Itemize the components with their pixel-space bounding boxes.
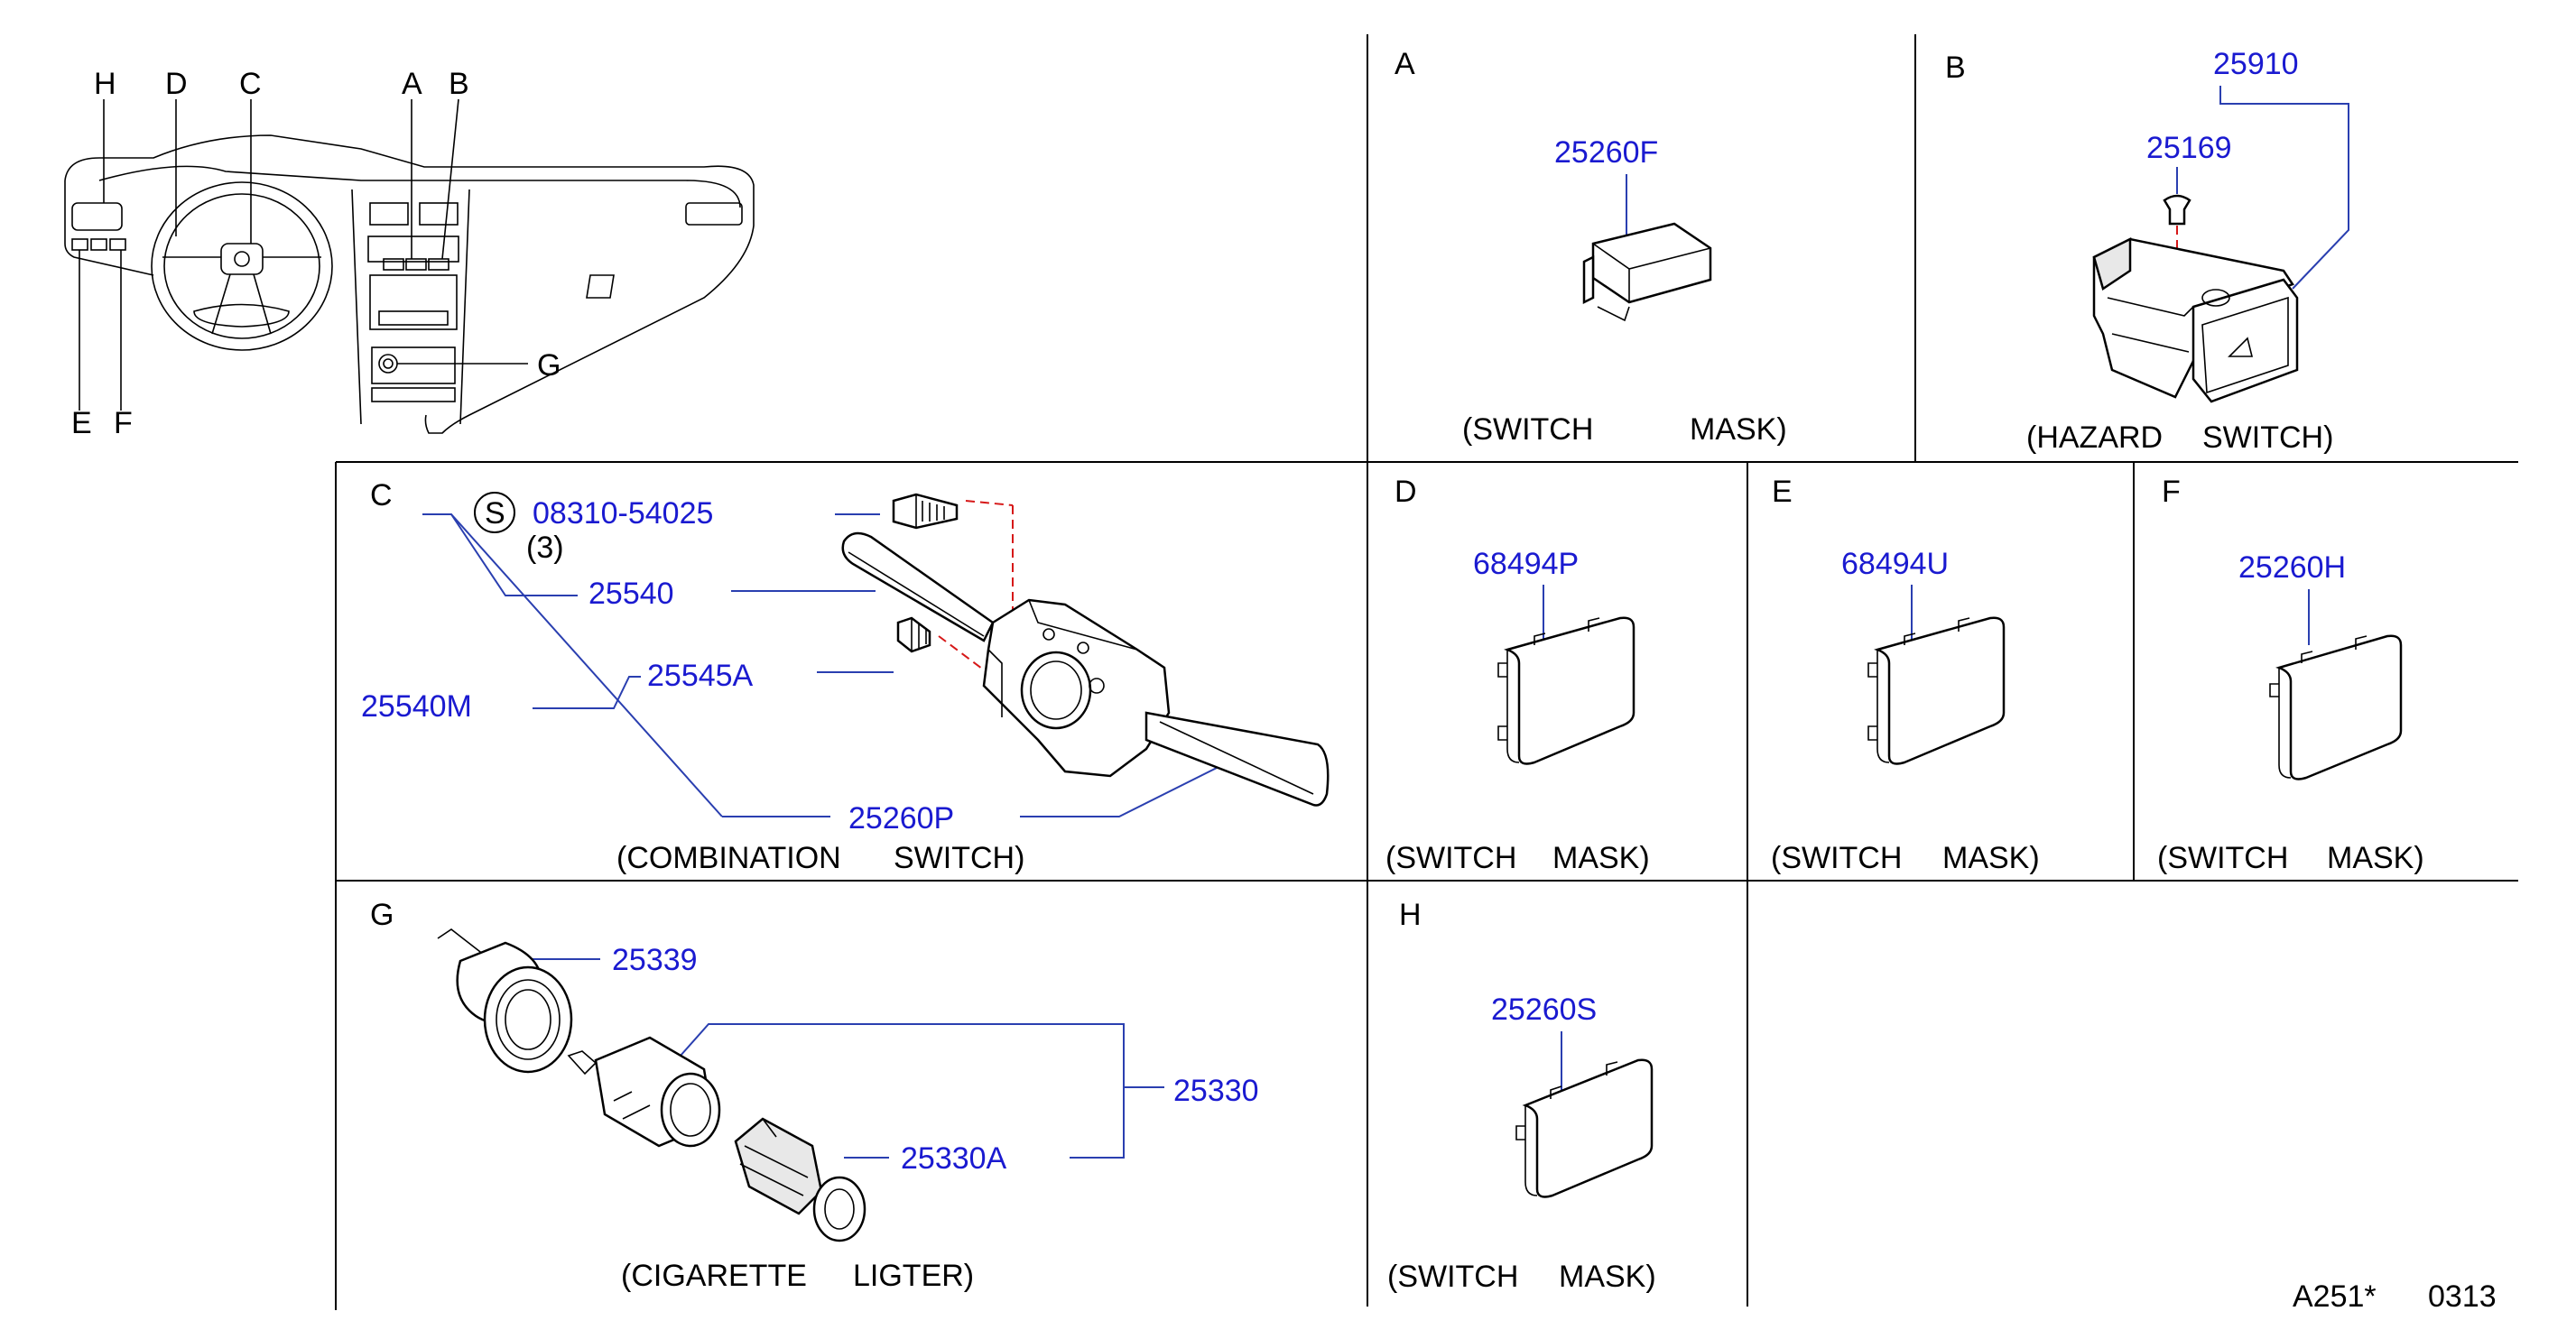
panel-f: F 25260H (SWITCH MASK) — [2157, 475, 2424, 875]
dashboard-callouts: H D C A B G E F — [71, 67, 561, 440]
panel-letter-d: D — [1395, 475, 1417, 509]
diagram-number: 0313 — [2428, 1279, 2497, 1314]
caption-b-1: (HAZARD — [2026, 420, 2163, 455]
part-number-25540: 25540 — [588, 577, 674, 611]
panel-h: H 25260S (SWITCH MASK) — [1387, 898, 1656, 1294]
switch-mask-f-drawing — [2269, 634, 2403, 780]
part-number-25260S: 25260S — [1491, 993, 1597, 1027]
caption-c-1: (COMBINATION — [616, 841, 841, 875]
callout-a: A — [402, 67, 422, 101]
switch-mask-d-drawing — [1497, 616, 1635, 765]
part-number-25540M: 25540M — [361, 689, 472, 724]
part-number-25260H: 25260H — [2238, 550, 2346, 585]
panel-g: G 25339 25330 25330A (CIGARETTE — [370, 898, 1259, 1293]
callout-b: B — [449, 67, 469, 101]
panel-letter-e: E — [1772, 475, 1793, 509]
caption-h-2: MASK) — [1559, 1260, 1656, 1294]
callout-f: F — [114, 406, 133, 440]
panel-letter-f: F — [2162, 475, 2181, 509]
caption-a-1: (SWITCH — [1462, 412, 1593, 447]
caption-c-2: SWITCH) — [894, 841, 1024, 875]
caption-g-1: (CIGARETTE — [621, 1259, 807, 1293]
panel-e: E 68494U (SWITCH MASK) — [1771, 475, 2040, 875]
part-number-08310-54025: 08310-54025 — [533, 496, 713, 531]
diagram-code: A251* — [2293, 1279, 2377, 1314]
caption-d-1: (SWITCH — [1385, 841, 1516, 875]
part-number-25260P: 25260P — [848, 801, 954, 836]
dashboard-overview — [64, 98, 755, 434]
callout-g: G — [537, 348, 561, 383]
panel-a: A 25260F (SWITCH MASK) — [1395, 47, 1787, 447]
panel-letter-a: A — [1395, 47, 1415, 81]
panel-d: D 68494P (SWITCH MASK) — [1385, 475, 1650, 875]
part-number-25330A: 25330A — [901, 1141, 1007, 1176]
caption-a-2: MASK) — [1690, 412, 1787, 447]
panel-b: B 25910 25169 (HAZARD SWITCH) — [1945, 47, 2349, 455]
switch-mask-e-drawing — [1867, 616, 2006, 765]
caption-e-2: MASK) — [1942, 841, 2040, 875]
panel-letter-b: B — [1945, 51, 1966, 85]
panel-letter-h: H — [1399, 898, 1422, 932]
hazard-switch-drawing — [2092, 236, 2299, 403]
screw-quantity: (3) — [526, 531, 564, 565]
caption-h-1: (SWITCH — [1387, 1260, 1518, 1294]
part-number-25910: 25910 — [2213, 47, 2299, 81]
screw-symbol-circle — [474, 492, 515, 533]
part-number-68494U: 68494U — [1841, 547, 1949, 581]
part-number-68494P: 68494P — [1473, 547, 1579, 581]
panel-letter-g: G — [370, 898, 394, 932]
screw-symbol: S — [485, 496, 505, 531]
caption-f-2: MASK) — [2327, 841, 2424, 875]
caption-e-1: (SWITCH — [1771, 841, 1902, 875]
switch-mask-a-drawing — [1582, 222, 1712, 322]
caption-g-2: LIGTER) — [853, 1259, 974, 1293]
part-number-25330: 25330 — [1173, 1074, 1259, 1108]
combination-switch-drawing — [841, 493, 1330, 807]
switch-mask-h-drawing — [1515, 1058, 1654, 1198]
caption-d-2: MASK) — [1552, 841, 1650, 875]
callout-d: D — [165, 67, 188, 101]
panel-c: C S 08310-54025 (3) 25540 25545A 25540M … — [361, 478, 1330, 875]
callout-e: E — [71, 406, 92, 440]
cigarette-lighter-drawing — [437, 928, 866, 1242]
part-number-25339: 25339 — [612, 943, 698, 977]
caption-b-2: SWITCH) — [2202, 420, 2333, 455]
panel-letter-c: C — [370, 478, 393, 513]
diagram-footer: A251* 0313 — [2293, 1279, 2497, 1314]
part-number-25169: 25169 — [2146, 131, 2232, 165]
part-number-25545A: 25545A — [647, 659, 754, 693]
caption-f-1: (SWITCH — [2157, 841, 2288, 875]
panel-grid — [335, 34, 2518, 1310]
callout-h: H — [94, 67, 116, 101]
hazard-bulb-drawing — [2163, 194, 2191, 226]
part-number-25260F: 25260F — [1554, 135, 1658, 170]
callout-c: C — [239, 67, 262, 101]
